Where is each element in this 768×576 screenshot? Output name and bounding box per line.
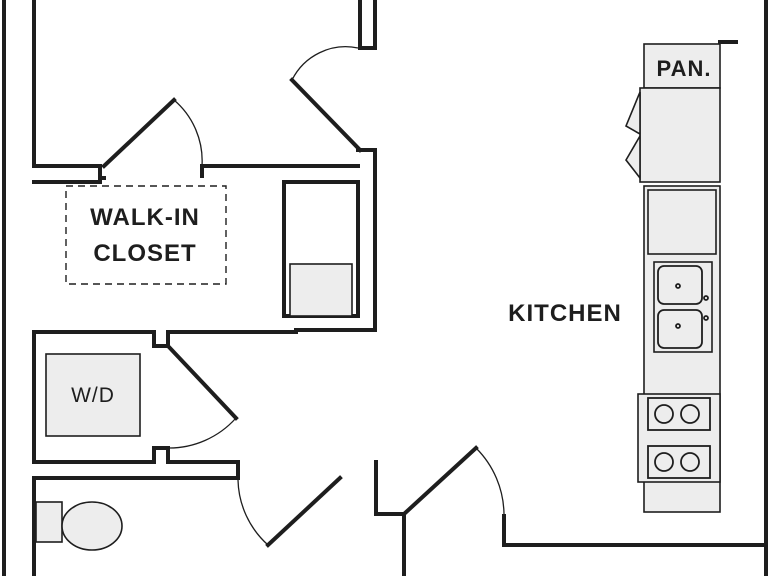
entry-door-swing <box>475 447 505 515</box>
laundry-door-leaf <box>165 343 239 421</box>
bedroom-door-jamb <box>289 77 363 153</box>
door-swings <box>101 46 505 546</box>
bath-wall <box>32 476 240 576</box>
hall-wall <box>294 148 377 332</box>
walk-in-closet-shelf-outline <box>65 185 227 285</box>
bath-door-jamb <box>265 475 343 548</box>
laundry-door-swing <box>167 417 237 449</box>
bedroom-bottom-wall-right <box>200 164 360 178</box>
closet-door-swing <box>173 99 203 167</box>
washer-dryer-label: W/D <box>71 384 115 407</box>
dishwasher <box>647 189 717 255</box>
bath-door-swing <box>237 479 269 546</box>
kitchen-label: KITCHEN <box>508 300 622 327</box>
laundry-wall <box>32 330 298 348</box>
fridge <box>639 87 721 183</box>
bedroom-wall <box>32 0 106 180</box>
walk-in-closet-label-line2: CLOSET <box>93 240 196 267</box>
bedroom-right-wall-top <box>358 0 377 50</box>
linen-closet-water-heater <box>289 263 353 317</box>
entry-wall <box>374 460 406 576</box>
closet-door-leaf <box>101 97 177 169</box>
entry-door-jamb <box>401 445 479 517</box>
walk-in-closet-label-line1: WALK-IN <box>90 204 200 231</box>
laundry-wall-left-bottom <box>32 330 240 480</box>
sink-icon <box>653 261 713 353</box>
fridge-door-icon <box>624 91 641 181</box>
toilet-icon <box>35 501 123 551</box>
pantry-box <box>643 43 721 89</box>
washer-dryer <box>45 353 141 437</box>
cooktop-icon <box>637 393 721 483</box>
kitchen-bottom-wall <box>502 514 768 547</box>
bedroom-door-swing <box>291 46 359 81</box>
pantry-label: PAN. <box>657 56 712 81</box>
